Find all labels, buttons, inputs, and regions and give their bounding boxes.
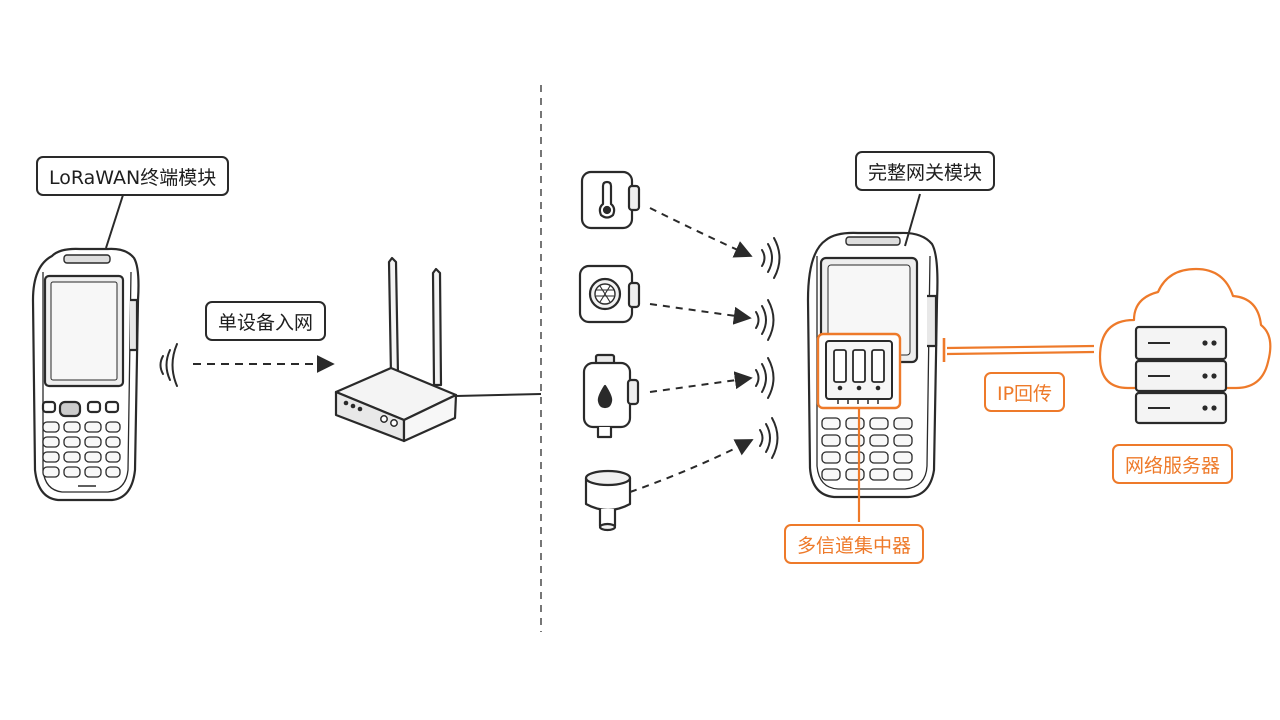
- lorawan-module-label: LoRaWAN终端模块: [36, 156, 230, 196]
- ip-backhaul-label: IP回传: [984, 372, 1066, 412]
- concentrator-label: 多信道集中器: [784, 524, 925, 564]
- lorawan-label-pointer: [105, 194, 124, 249]
- concentrator-chip-icon: [816, 332, 902, 410]
- cylindrical-sensor-icon: [584, 469, 632, 532]
- sound-sensor-icon: [578, 264, 641, 324]
- sensor-uplinks: [629, 207, 754, 493]
- thermometer-sensor-icon: [580, 170, 641, 230]
- full-gateway-label: 完整网关模块: [855, 151, 996, 191]
- signal-waves-icon: [159, 343, 178, 387]
- sensor-signal-waves-icon: [755, 237, 781, 459]
- handheld-terminal-icon: [31, 247, 140, 502]
- server-stack-icon: [1134, 325, 1228, 425]
- water-sensor-icon: [582, 353, 640, 439]
- ip-backhaul-line: [942, 338, 1095, 362]
- network-server-label: 网络服务器: [1112, 444, 1234, 484]
- router-cable: [455, 393, 542, 397]
- router-icon: [334, 256, 458, 443]
- gateway-label-pointer: [904, 193, 921, 247]
- single-device-label: 单设备入网: [205, 301, 327, 341]
